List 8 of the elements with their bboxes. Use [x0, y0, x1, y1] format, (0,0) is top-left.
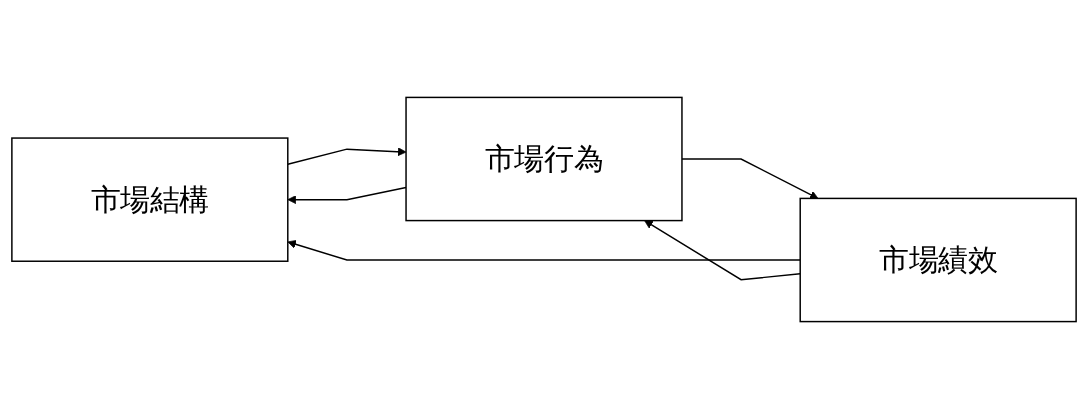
arrow — [287, 186, 407, 204]
arrow — [287, 240, 801, 261]
node-box: 市場行為 — [405, 96, 683, 222]
arrow — [287, 147, 407, 166]
node-box: 市場績效 — [799, 197, 1077, 323]
arrow — [644, 220, 801, 281]
arrow — [681, 158, 819, 199]
node-box: 市場結構 — [11, 137, 289, 262]
